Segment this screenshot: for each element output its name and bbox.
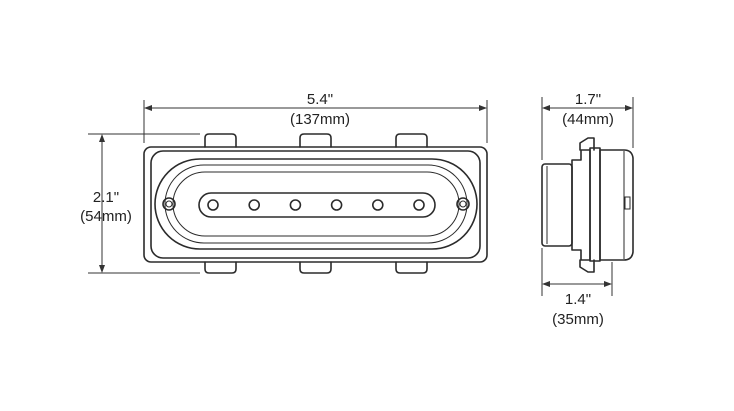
side-flange	[589, 147, 601, 262]
length-inches-label: 5.4"	[307, 91, 333, 108]
screw-hole-right	[456, 197, 470, 211]
led-2	[248, 199, 260, 211]
led-3	[289, 199, 302, 211]
bottom-mounting-tab-center	[299, 261, 332, 274]
bottom-clip	[579, 259, 595, 273]
length-mm-label: (137mm)	[290, 111, 350, 128]
outer-flange	[143, 146, 488, 263]
led-strip	[198, 192, 436, 218]
led-1	[207, 199, 219, 211]
length-dimension	[143, 100, 488, 143]
bottom-mounting-tab-right	[395, 261, 428, 274]
led-5	[371, 199, 384, 211]
mounting-body	[571, 149, 591, 261]
bottom-mounting-tab-left	[204, 261, 237, 274]
depth-body-inches-label: 1.4"	[565, 291, 591, 308]
led-group	[207, 199, 425, 211]
top-mounting-tab-left	[204, 133, 237, 148]
height-inches-label: 2.1"	[93, 189, 119, 206]
led-6	[413, 199, 425, 211]
front-view	[143, 133, 488, 274]
top-mounting-tab-center	[299, 133, 332, 148]
height-mm-label: (54mm)	[80, 208, 132, 225]
lens-profile	[599, 149, 634, 261]
side-view	[541, 137, 634, 273]
lens-notch	[624, 196, 631, 210]
depth-body-dimension	[541, 248, 613, 296]
lens-inner	[164, 164, 468, 244]
lens-bezel	[154, 158, 478, 250]
top-clip	[579, 137, 595, 151]
top-mounting-tab-right	[395, 133, 428, 148]
housing-bezel	[150, 150, 481, 259]
depth-body-mm-label: (35mm)	[552, 311, 604, 328]
screw-hole-left	[162, 197, 176, 211]
led-4	[330, 199, 343, 211]
height-dimension	[88, 133, 200, 274]
depth-overall-dimension	[541, 97, 634, 160]
depth-overall-mm-label: (44mm)	[562, 111, 614, 128]
lens-inner-shade	[172, 171, 460, 237]
depth-overall-inches-label: 1.7"	[575, 91, 601, 108]
